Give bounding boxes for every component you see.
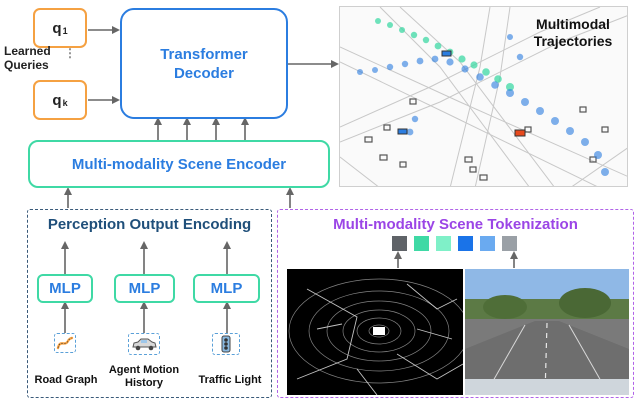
query-ellipsis: ⋮ (64, 46, 76, 60)
token-square (436, 236, 451, 251)
token-square (480, 236, 495, 251)
trajectories-title: Multimodal Trajectories (533, 16, 613, 49)
camera-road-image (465, 269, 629, 395)
scene-encoder-label: Multi-modality Scene Encoder (71, 155, 287, 173)
traffic-light-icon (212, 333, 240, 355)
mlp-agent-motion: MLP (114, 274, 175, 303)
lidar-point-cloud-image (287, 269, 463, 395)
scene-encoder-box: Multi-modality Scene Encoder (28, 140, 330, 188)
input-label-traffic-light: Traffic Light (198, 374, 262, 386)
token-square (458, 236, 473, 251)
tokenization-panel-title: Multi-modality Scene Tokenization (333, 216, 578, 233)
token-square (502, 236, 517, 251)
car-icon (128, 333, 160, 355)
input-label-road-graph: Road Graph (34, 374, 98, 386)
trajectories-visualization: Multimodal Trajectories (339, 6, 628, 187)
token-square (392, 236, 407, 251)
mlp-road-graph: MLP (37, 274, 93, 303)
mlp-traffic-light: MLP (193, 274, 260, 303)
learned-queries-label: Learned Queries (4, 44, 51, 72)
decoder-label-line1: Transformer (160, 45, 248, 63)
road-curve-icon (54, 333, 76, 353)
decoder-label-line2: Decoder (173, 64, 234, 82)
token-square (414, 236, 429, 251)
query-letter: q (52, 91, 62, 109)
query-subscript: k (62, 98, 68, 108)
perception-panel-title: Perception Output Encoding (47, 216, 252, 233)
query-letter: q (52, 19, 62, 37)
transformer-decoder-box: Transformer Decoder (120, 8, 288, 119)
token-row (392, 236, 527, 252)
query-subscript: 1 (62, 26, 68, 36)
input-label-agent-motion: Agent Motion History (108, 364, 180, 389)
trajectories-map (340, 7, 627, 186)
